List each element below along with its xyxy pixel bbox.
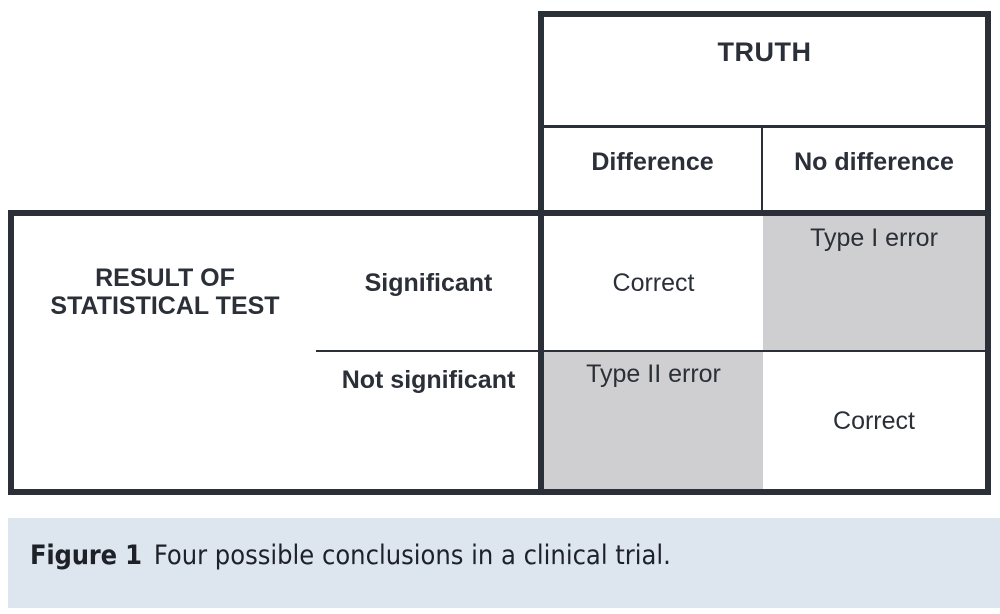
table-cell-value: Correct: [833, 406, 915, 435]
table-cell-value: Type II error: [586, 360, 721, 388]
table-cell-not-significant-difference: Type II error: [538, 352, 766, 495]
figure-caption-box: Figure 1 Four possible conclusions in a c…: [8, 518, 1000, 608]
figure-caption-body: Four possible conclusions in a clinical …: [153, 540, 671, 571]
column-group-header-label: TRUTH: [717, 37, 812, 67]
table-cell-significant-no-difference: Type I error: [763, 210, 991, 353]
row-header-significant: Significant: [316, 210, 544, 353]
figure-caption-label: Figure 1: [30, 540, 142, 571]
figure-caption: Figure 1 Four possible conclusions in a c…: [30, 540, 671, 571]
column-header-difference: Difference: [538, 125, 764, 213]
column-group-header-truth: TRUTH: [538, 11, 991, 128]
column-header-no-difference-label: No difference: [794, 148, 954, 176]
row-header-significant-label: Significant: [364, 269, 493, 297]
row-group-header-result-of-statistical-test: RESULT OF STATISTICAL TEST: [8, 210, 319, 495]
row-group-header-label: RESULT OF STATISTICAL TEST: [50, 264, 280, 320]
column-header-no-difference: No difference: [763, 125, 991, 213]
table-cell-value: Correct: [612, 269, 695, 297]
row-header-not-significant-label: Not significant: [341, 366, 516, 394]
column-header-difference-label: Difference: [591, 148, 714, 176]
table-cell-not-significant-no-difference: Correct: [763, 352, 991, 495]
row-header-not-significant: Not significant: [316, 352, 544, 495]
table-cell-value: Type I error: [810, 224, 938, 252]
table-cell-significant-difference: Correct: [538, 210, 766, 353]
